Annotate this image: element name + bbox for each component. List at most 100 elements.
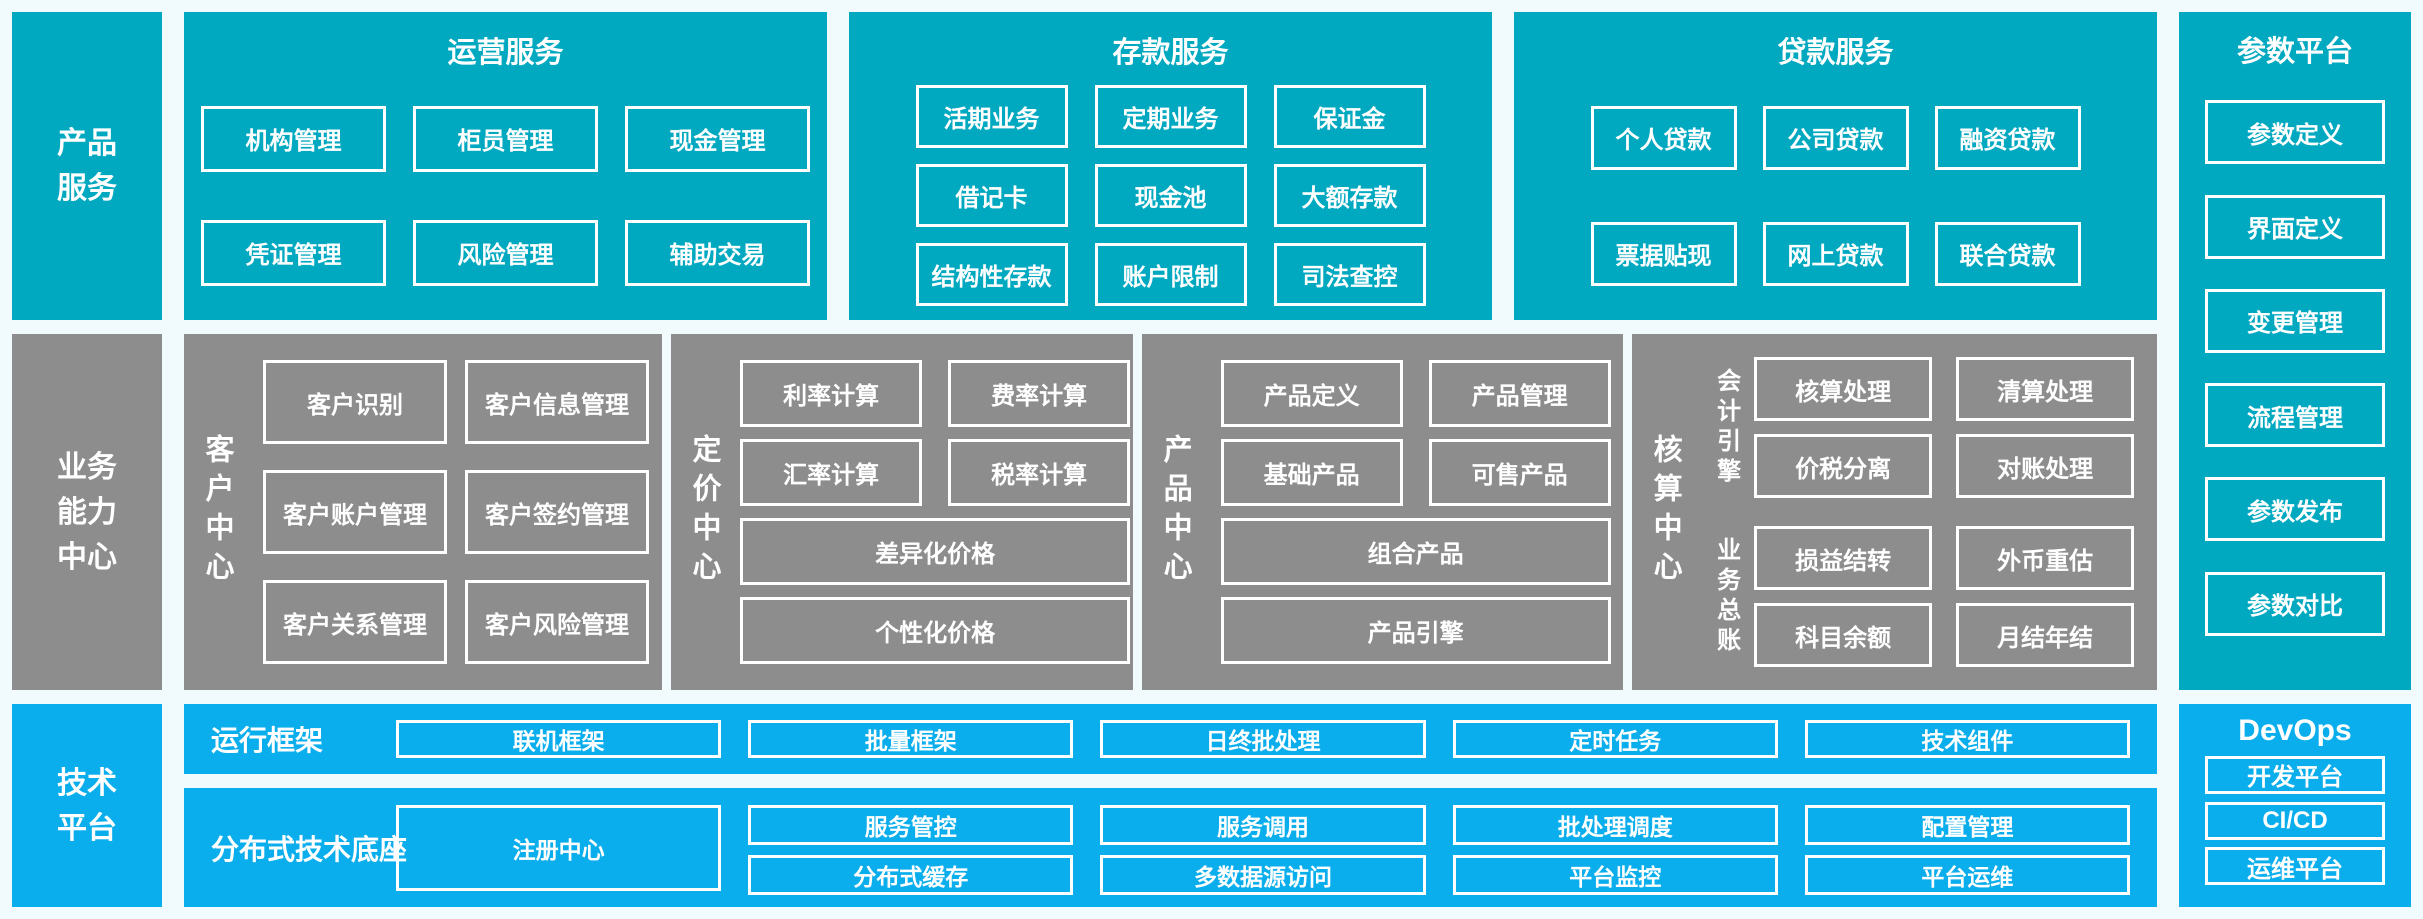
customer-center-body: 客户识别 客户信息管理 客户账户管理 客户签约管理 客户关系管理 客户风险管理 [250, 334, 662, 690]
deposit-services-panel: 存款服务 活期业务 定期业务 保证金 借记卡 现金池 大额存款 结构性存款 账户… [849, 12, 1492, 320]
module-box: 客户风险管理 [465, 580, 650, 664]
module-box: 技术组件 [1804, 720, 2131, 758]
module-box: 对账处理 [1956, 434, 2135, 498]
module-box: 日终批处理 [1100, 720, 1426, 758]
parameter-platform-panel: 参数平台 参数定义 界面定义 变更管理 流程管理 参数发布 参数对比 [2179, 12, 2411, 690]
module-box: 注册中心 [396, 804, 722, 891]
runtime-boxes: 联机框架 批量框架 日终批处理 定时任务 技术组件 [396, 720, 2131, 758]
pricing-center-body: 利率计算 费率计算 汇率计算 税率计算 差异化价格 个性化价格 [737, 334, 1133, 690]
module-box: 定时任务 [1452, 720, 1778, 758]
module-box: 个性化价格 [740, 597, 1131, 664]
module-box: 票据贴现 [1590, 221, 1737, 286]
product-center-panel: 产品中心 产品定义 产品管理 基础产品 可售产品 组合产品 产品引擎 [1142, 334, 1624, 690]
db-column: 批处理调度 平台监控 [1452, 804, 1778, 895]
module-box: 辅助交易 [625, 219, 810, 286]
registry-column: 注册中心 [396, 804, 722, 891]
module-box: 多数据源访问 [1100, 854, 1426, 895]
vertical-label: 核算中心 [1649, 434, 1682, 590]
module-box: 活期业务 [915, 85, 1068, 148]
module-box: 参数定义 [2205, 100, 2385, 165]
module-box: 现金池 [1094, 164, 1247, 227]
module-box: 柜员管理 [413, 105, 598, 172]
module-box: 产品管理 [1428, 360, 1611, 427]
module-box: 利率计算 [740, 360, 923, 427]
module-box: 外币重估 [1956, 526, 2135, 590]
vertical-sublabel: 业务总账 [1712, 536, 1740, 657]
module-box: 平台运维 [1804, 854, 2131, 895]
business-capability-band: 客户中心 客户识别 客户信息管理 客户账户管理 客户签约管理 客户关系管理 客户… [184, 334, 2157, 690]
module-box: 结构性存款 [915, 243, 1068, 306]
module-box: 司法查控 [1273, 243, 1426, 306]
module-box: 产品定义 [1220, 360, 1403, 427]
sidebar-business-capability: 业务 能力 中心 [12, 334, 162, 690]
product-services-band: 运营服务 机构管理 柜员管理 现金管理 凭证管理 风险管理 辅助交易 存款服务 … [184, 12, 2157, 320]
module-box: 融资贷款 [1934, 105, 2081, 170]
accounting-groups: 会计引擎 核算处理 清算处理 价税分离 对账处理 业务总账 损益结转 [1698, 334, 2157, 690]
accounting-center-panel: 核算中心 会计引擎 核算处理 清算处理 价税分离 对账处理 业务 [1632, 334, 2157, 690]
product-center-body: 产品定义 产品管理 基础产品 可售产品 组合产品 产品引擎 [1208, 334, 1623, 690]
module-box: 科目余额 [1754, 603, 1933, 667]
module-box: 客户签约管理 [465, 470, 650, 554]
module-box: 批处理调度 [1452, 804, 1778, 845]
module-box: 基础产品 [1220, 439, 1403, 506]
module-box: 损益结转 [1754, 526, 1933, 590]
module-box: 客户账户管理 [263, 470, 448, 554]
db-column: 配置管理 平台运维 [1804, 804, 2131, 895]
panel-label: 运行框架 [211, 725, 324, 756]
module-box: 机构管理 [201, 105, 386, 172]
db-column: 服务管控 分布式缓存 [748, 804, 1074, 895]
module-box: 流程管理 [2205, 383, 2385, 448]
module-box: 联机框架 [396, 720, 722, 758]
module-box: 服务管控 [748, 804, 1074, 845]
module-box: 公司贷款 [1762, 105, 1909, 170]
module-box: 配置管理 [1804, 804, 2131, 845]
module-box: 凭证管理 [201, 219, 386, 286]
vertical-label: 客户中心 [201, 434, 233, 590]
module-box: 借记卡 [915, 164, 1068, 227]
module-box: 个人贷款 [1590, 105, 1737, 170]
module-box: 核算处理 [1754, 357, 1933, 421]
vertical-sublabel: 会计引擎 [1712, 367, 1740, 488]
module-box: 客户识别 [263, 360, 448, 444]
runtime-framework-panel: 运行框架 联机框架 批量框架 日终批处理 定时任务 技术组件 [184, 704, 2157, 774]
panel-label: 分布式技术底座 [211, 833, 408, 865]
module-box: 价税分离 [1754, 434, 1933, 498]
module-box: 月结年结 [1956, 603, 2135, 667]
module-box: 界面定义 [2205, 194, 2385, 259]
loan-services-panel: 贷款服务 个人贷款 公司贷款 融资贷款 票据贴现 网上贷款 联合贷款 [1514, 12, 2157, 320]
module-box: 差异化价格 [740, 518, 1131, 585]
module-box: 网上贷款 [1762, 221, 1909, 286]
module-box: 参数对比 [2205, 571, 2385, 636]
operations-services-panel: 运营服务 机构管理 柜员管理 现金管理 凭证管理 风险管理 辅助交易 [184, 12, 827, 320]
parameter-platform-list: 参数定义 界面定义 变更管理 流程管理 参数发布 参数对比 [2179, 70, 2411, 666]
operations-boxes: 机构管理 柜员管理 现金管理 凭证管理 风险管理 辅助交易 [184, 71, 827, 320]
module-box: 分布式缓存 [748, 854, 1074, 895]
sidebar-technology-platform: 技术 平台 [12, 704, 162, 907]
module-box: 客户关系管理 [263, 580, 448, 664]
distributed-base-panel: 分布式技术底座 注册中心 服务管控 分布式缓存 服务调用 多数据源访问 批处理调… [184, 788, 2157, 907]
module-box: 开发平台 [2205, 755, 2385, 794]
module-box: 联合贷款 [1934, 221, 2081, 286]
customer-center-panel: 客户中心 客户识别 客户信息管理 客户账户管理 客户签约管理 客户关系管理 客户… [184, 334, 663, 690]
module-box: 税率计算 [948, 439, 1131, 506]
module-box: 汇率计算 [740, 439, 923, 506]
module-box: 变更管理 [2205, 288, 2385, 353]
deposit-boxes: 活期业务 定期业务 保证金 借记卡 现金池 大额存款 结构性存款 账户限制 司法… [849, 71, 1492, 320]
loan-boxes: 个人贷款 公司贷款 融资贷款 票据贴现 网上贷款 联合贷款 [1514, 71, 2157, 320]
module-box: 保证金 [1273, 85, 1426, 148]
devops-panel: DevOps 开发平台 CI/CD 运维平台 [2179, 704, 2411, 907]
vertical-label: 产品中心 [1159, 434, 1192, 590]
panel-title: 参数平台 [2236, 36, 2353, 68]
module-box: 组合产品 [1220, 518, 1611, 585]
module-box: 平台监控 [1452, 854, 1778, 895]
technology-platform-band: 运行框架 联机框架 批量框架 日终批处理 定时任务 技术组件 分布式技术底座 注… [184, 704, 2157, 907]
module-box: 费率计算 [948, 360, 1131, 427]
module-box: 账户限制 [1094, 243, 1247, 306]
panel-title: 贷款服务 [1777, 37, 1894, 69]
module-box: 参数发布 [2205, 477, 2385, 542]
panel-title: 运营服务 [447, 37, 564, 69]
module-box: 风险管理 [413, 219, 598, 286]
module-box: CI/CD [2205, 801, 2385, 840]
panel-title: DevOps [2238, 714, 2352, 747]
module-box: 产品引擎 [1220, 597, 1611, 664]
